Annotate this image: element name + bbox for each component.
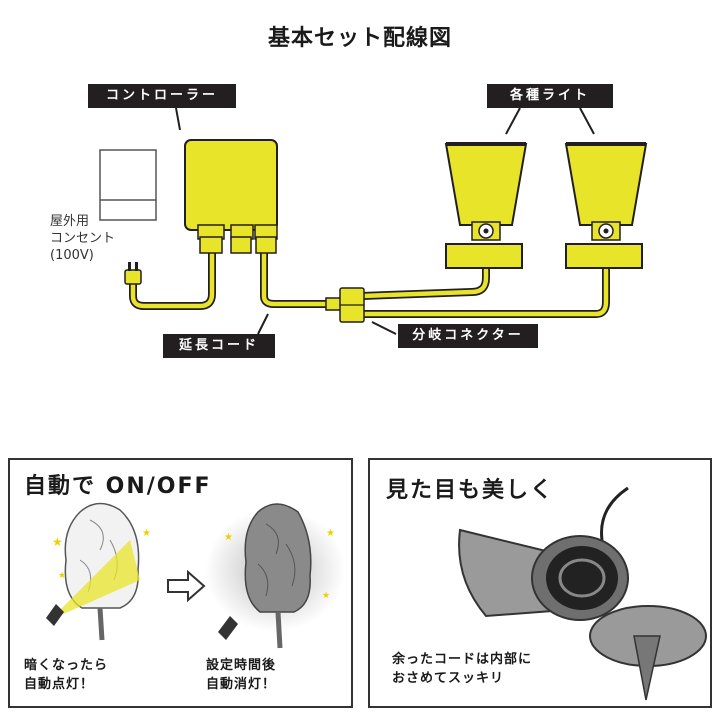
splitter-connector bbox=[325, 287, 365, 323]
outlet-box bbox=[99, 149, 157, 221]
splitter-label: 分岐コネクター bbox=[398, 324, 538, 348]
svg-text:★: ★ bbox=[326, 528, 335, 539]
extension-cord-label: 延長コード bbox=[163, 334, 275, 358]
auto-onoff-illustration: ★ ★ ★ ★ ★ ★ bbox=[46, 502, 345, 649]
diagram-title: 基本セット配線図 bbox=[267, 26, 452, 51]
outlet-label: 屋外用 コンセント (100V) bbox=[50, 214, 116, 263]
auto-off-caption: 設定時間後 自動消灯！ bbox=[206, 658, 277, 692]
auto-on-caption: 暗くなったら 自動点灯！ bbox=[24, 658, 109, 692]
spot-light-1 bbox=[444, 142, 528, 269]
auto-onoff-panel: 自動で ON/OFF ★ ★ ★ ★ bbox=[8, 458, 353, 708]
neat-look-title: 見た目も美しく bbox=[386, 478, 555, 503]
arrow-icon bbox=[167, 569, 206, 603]
lit-tree: ★ ★ ★ bbox=[46, 502, 151, 641]
svg-text:★: ★ bbox=[58, 571, 66, 581]
neat-look-panel: 見た目も美しく 余ったコードは内部に おさめてスッキリ bbox=[368, 458, 712, 708]
spot-light-2 bbox=[564, 142, 648, 269]
svg-text:★: ★ bbox=[224, 532, 233, 543]
auto-onoff-title: 自動で ON/OFF bbox=[24, 474, 212, 499]
lights-label: 各種ライト bbox=[487, 84, 613, 108]
svg-text:★: ★ bbox=[322, 591, 330, 601]
unlit-tree: ★ ★ ★ bbox=[205, 503, 345, 649]
controller-label: コントローラー bbox=[88, 84, 236, 108]
power-plug bbox=[124, 262, 142, 285]
cord-storage-illustration bbox=[458, 486, 707, 701]
cord-storage-caption: 余ったコードは内部に おさめてスッキリ bbox=[392, 652, 533, 686]
controller-box bbox=[184, 139, 278, 254]
svg-text:★: ★ bbox=[142, 528, 151, 539]
svg-text:★: ★ bbox=[52, 535, 63, 549]
